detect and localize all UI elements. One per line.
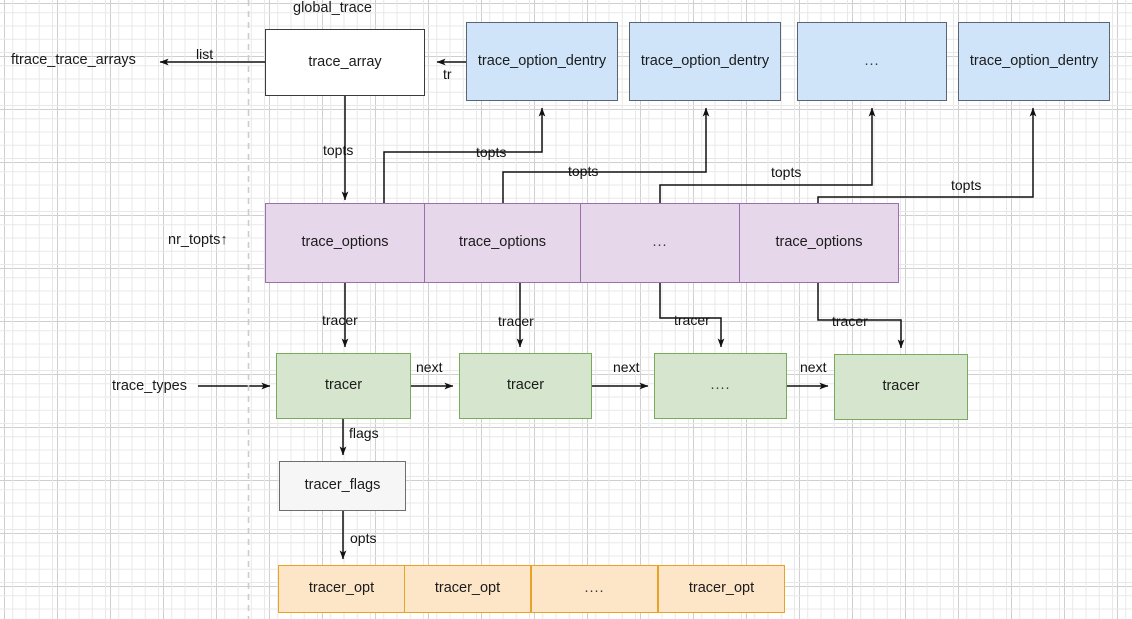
node-trace-options-ellipsis[interactable]: ... [580,203,740,283]
node-tracer-4[interactable]: tracer [834,354,968,420]
node-tracer-2[interactable]: tracer [459,353,592,419]
node-trace-options-2[interactable]: trace_options [424,203,581,283]
node-trace-option-dentry-1[interactable]: trace_option_dentry [466,22,618,101]
node-tracer-opt-1[interactable]: tracer_opt [278,565,405,613]
node-tracer-flags[interactable]: tracer_flags [279,461,406,511]
edge-topts-2 [502,107,710,203]
label-trace-types: trace_types [112,378,187,394]
edge-label-topts-3: topts [771,164,802,180]
edge-label-topts-main: topts [323,142,354,158]
node-trace-option-dentry-4[interactable]: trace_option_dentry [958,22,1110,101]
edge-label-tracer-3: tracer [674,312,710,328]
node-trace-array[interactable]: trace_array [265,29,425,96]
edge-label-tracer-4: tracer [832,313,868,329]
edge-label-tracer-2: tracer [498,313,534,329]
label-ftrace-trace-arrays: ftrace_trace_arrays [11,52,136,68]
label-nr-topts: nr_topts↑ [168,232,228,248]
edge-label-opts: opts [350,530,377,546]
node-trace-option-dentry-2[interactable]: trace_option_dentry [629,22,781,101]
edge-label-tracer-1: tracer [322,312,358,328]
node-trace-options-4[interactable]: trace_options [739,203,899,283]
edge-label-next-3: next [800,359,827,375]
edge-topts-1 [383,107,546,203]
edge-label-list: list [196,46,214,62]
global-trace-title: global_trace [293,0,372,16]
node-trace-options-1[interactable]: trace_options [265,203,425,283]
edge-label-next-2: next [613,359,640,375]
node-tracer-opt-4[interactable]: tracer_opt [658,565,785,613]
edge-label-tr: tr [443,66,452,82]
edge-label-flags: flags [349,425,379,441]
edge-label-next-1: next [416,359,443,375]
node-tracer-opt-2[interactable]: tracer_opt [404,565,531,613]
node-trace-option-dentry-ellipsis[interactable]: ... [797,22,947,101]
node-tracer-1[interactable]: tracer [276,353,411,419]
node-tracer-ellipsis[interactable]: .... [654,353,787,419]
edge-topts-4 [817,107,1037,203]
node-tracer-opt-ellipsis[interactable]: .... [531,565,658,613]
edge-label-topts-2: topts [568,163,599,179]
edge-label-topts-1: topts [476,144,507,160]
edge-topts-3 [659,107,876,203]
edge-label-topts-4: topts [951,177,982,193]
